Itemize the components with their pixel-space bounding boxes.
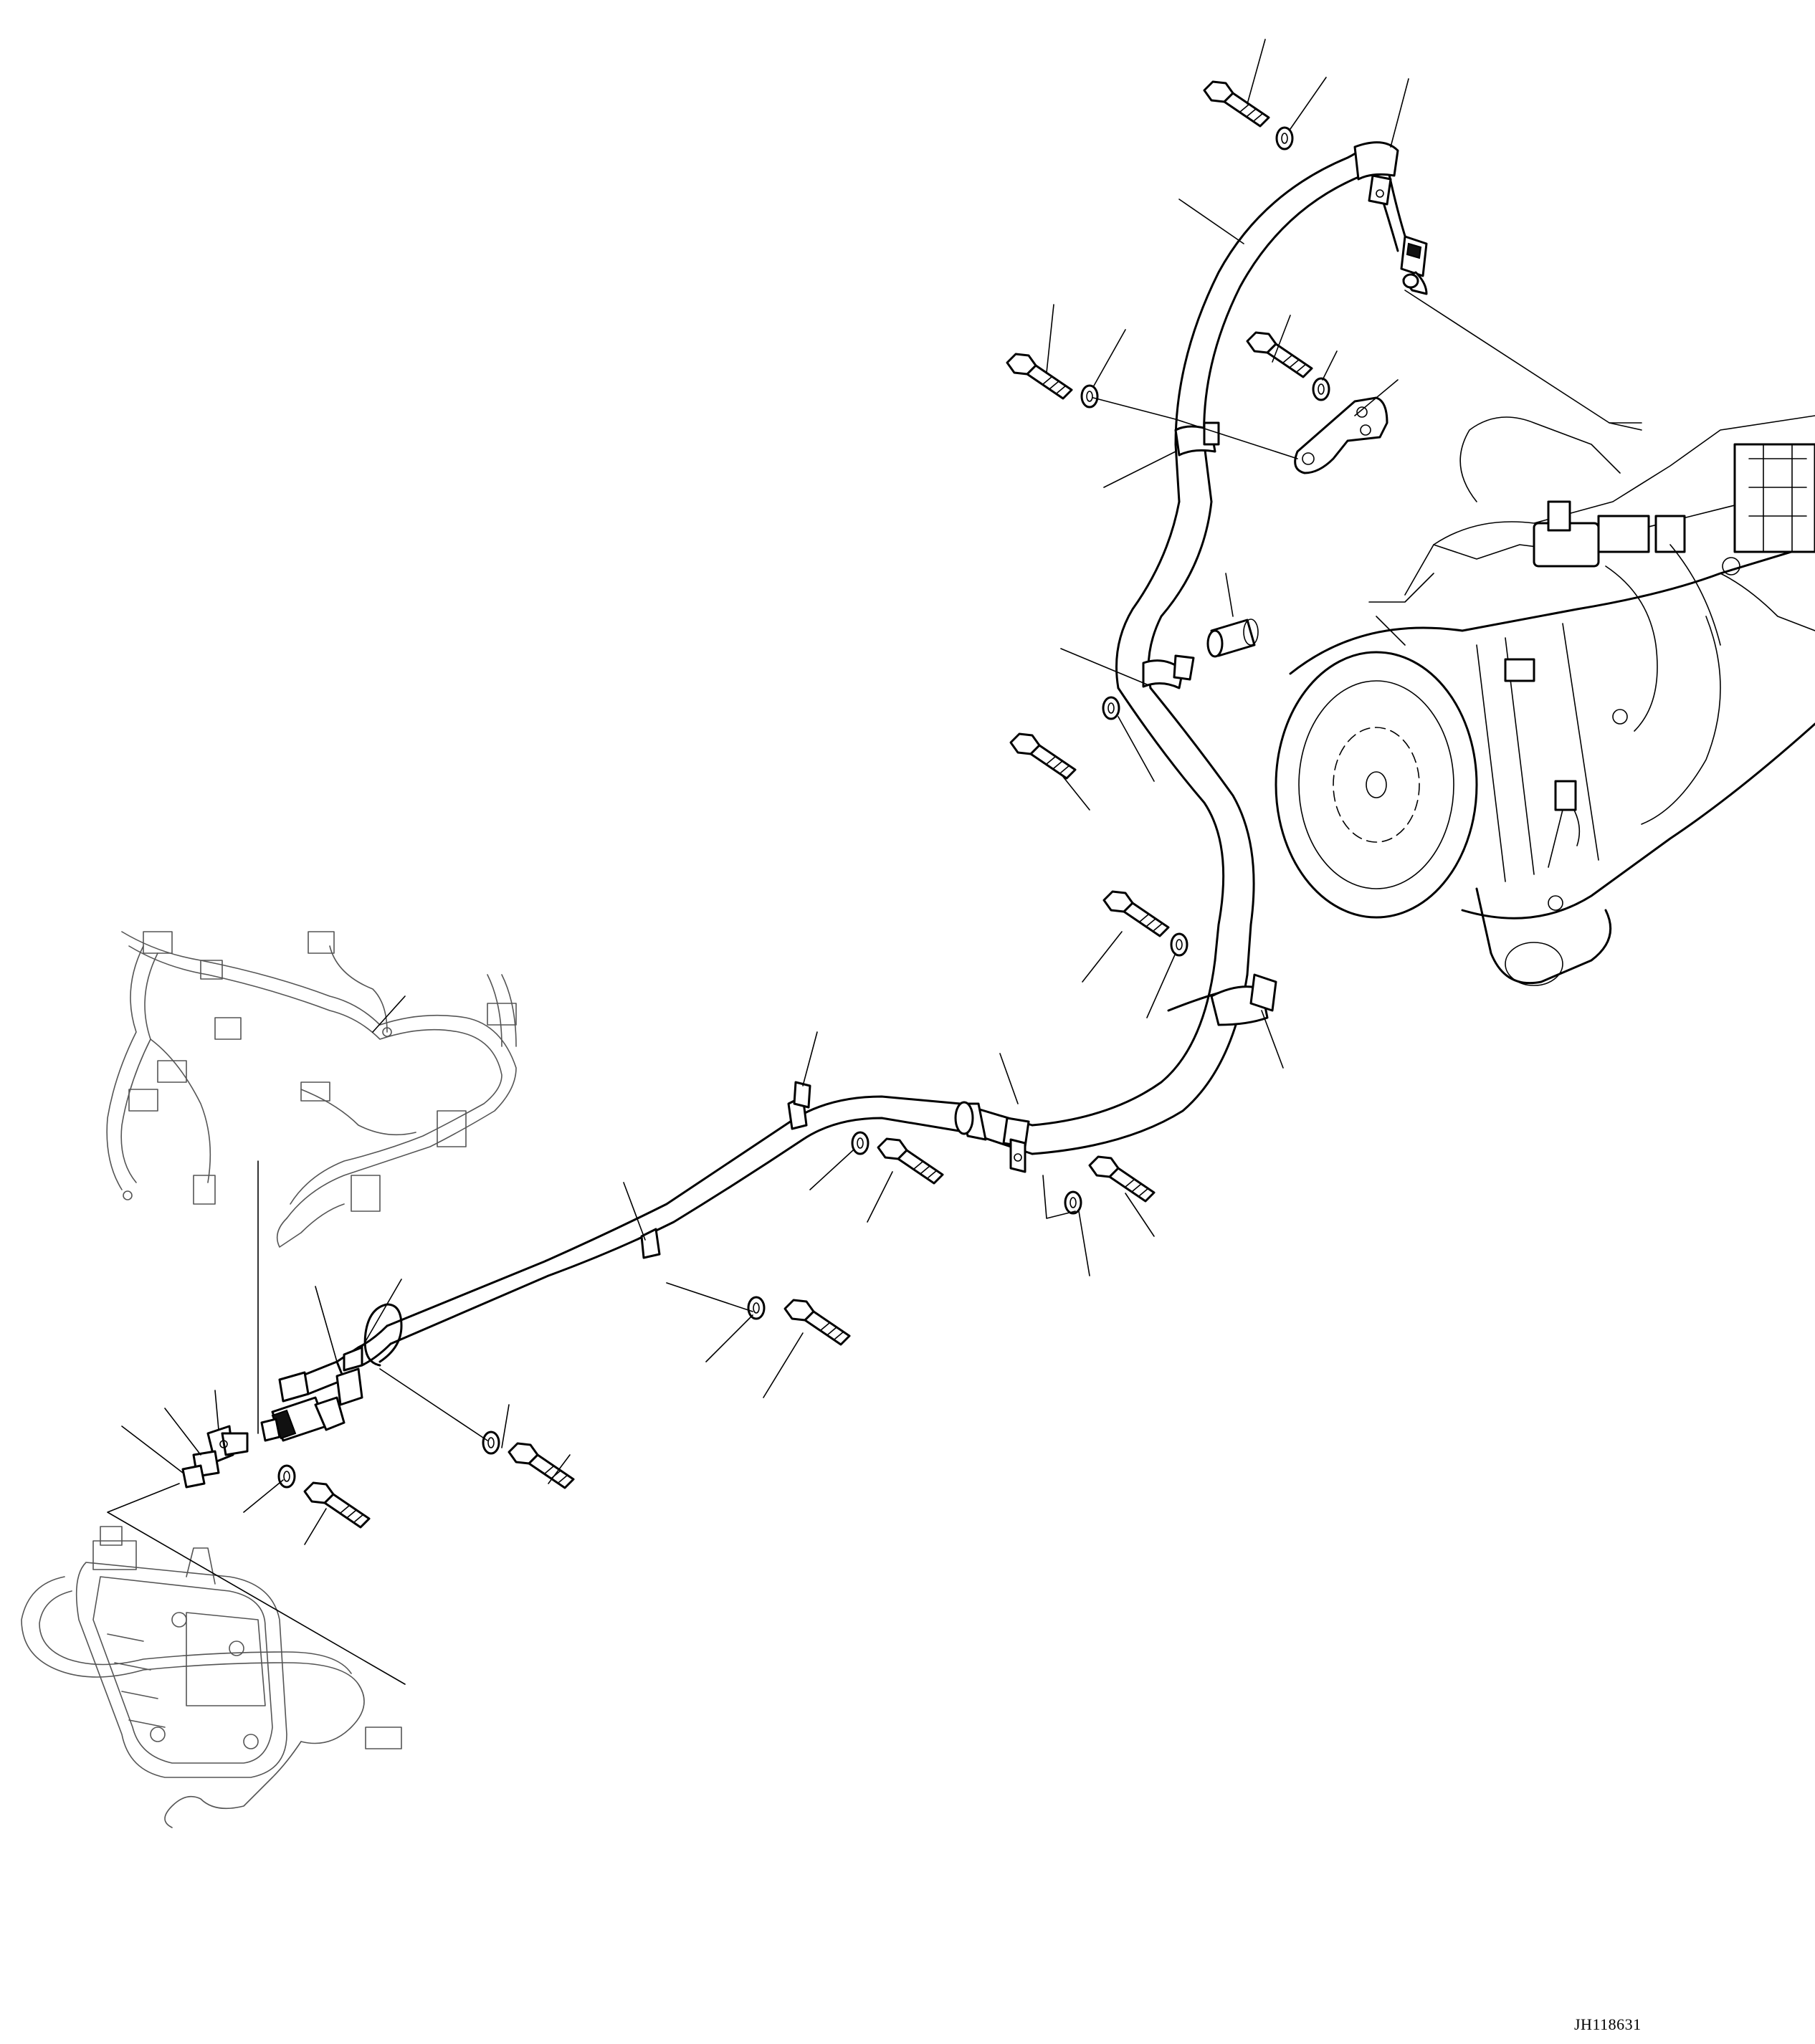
left-upper-wiring-harness [106,931,517,1248]
drawing-id-label: JH118631 [1574,2015,1642,2033]
leader-lines [107,39,1642,1685]
spacer-tube [1206,619,1259,658]
connector-cluster [181,1303,403,1489]
engine-assembly [1275,415,1815,986]
main-wiring-harness [386,141,1428,1345]
mounting-bracket [1294,396,1388,474]
left-lower-assembly [21,1526,402,1828]
hardware [277,80,1330,1529]
